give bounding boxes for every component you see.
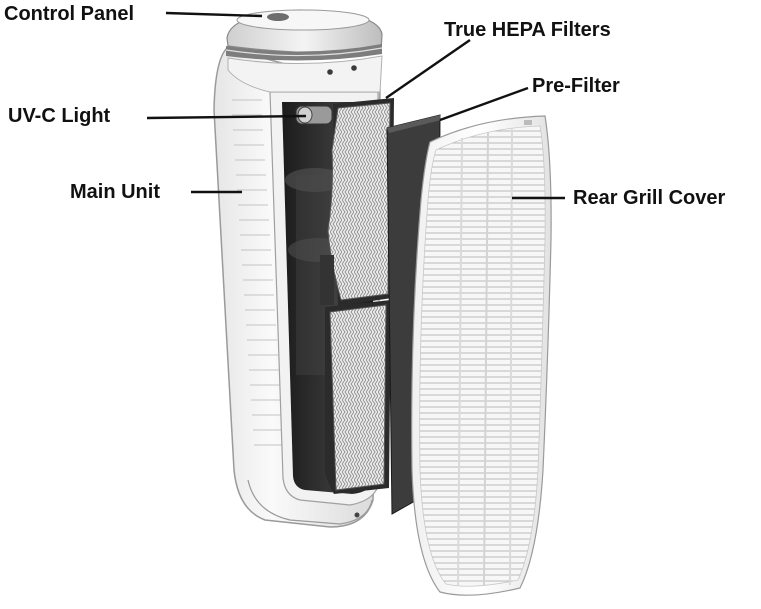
true-hepa-filters — [320, 98, 394, 494]
label-true-hepa-filters: True HEPA Filters — [444, 19, 611, 41]
rear-grill-cover — [411, 115, 552, 596]
label-pre-filter: Pre-Filter — [532, 75, 620, 97]
control-panel — [225, 9, 383, 93]
leader-uv-c — [146, 114, 307, 120]
leader-pre-filter — [439, 86, 529, 122]
label-main-unit: Main Unit — [70, 181, 160, 203]
label-uv-c-light: UV-C Light — [8, 105, 111, 127]
label-rear-grill-cover: Rear Grill Cover — [573, 187, 726, 209]
label-control-panel: Control Panel — [4, 3, 135, 25]
leader-lines — [146, 11, 565, 200]
leader-control-panel — [165, 11, 263, 18]
leader-true-hepa — [385, 39, 471, 99]
